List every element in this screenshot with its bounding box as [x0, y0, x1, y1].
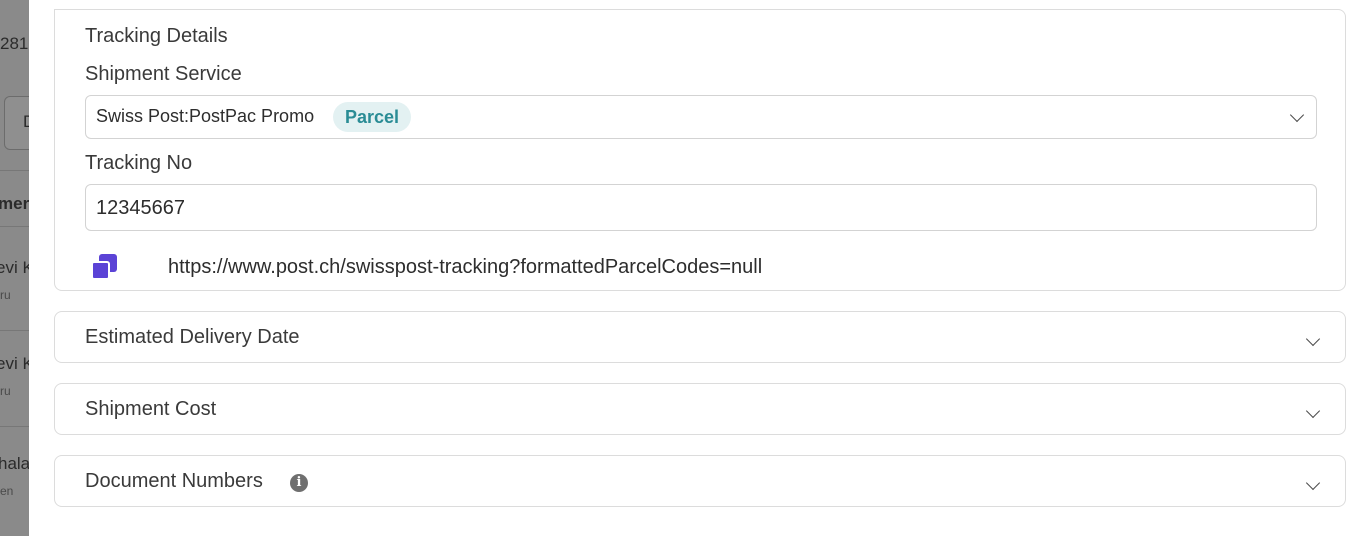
- shipment-drawer: Tracking Details Shipment Service Swiss …: [29, 0, 1359, 536]
- background-page: 281 D mer evi K ru evi K ru hala en: [0, 0, 30, 536]
- shipment-cost-title: Shipment Cost: [85, 398, 217, 420]
- info-icon[interactable]: i: [290, 474, 308, 492]
- bg-fragment: hala: [0, 454, 30, 473]
- estimated-delivery-date-title: Estimated Delivery Date: [85, 326, 300, 348]
- bg-button: D: [4, 96, 30, 150]
- bg-fragment: evi K: [0, 258, 30, 277]
- tracking-details-card: Tracking Details Shipment Service Swiss …: [54, 9, 1346, 291]
- bg-fragment: mer: [0, 194, 30, 213]
- chevron-down-icon[interactable]: [1305, 475, 1321, 491]
- document-numbers-title: Document Numbers: [85, 470, 263, 492]
- tracking-no-label: Tracking No: [85, 152, 193, 174]
- shipment-service-value: Swiss Post:PostPac Promo: [96, 106, 315, 126]
- chevron-down-icon[interactable]: [1305, 403, 1321, 419]
- bg-fragment: ru: [0, 384, 11, 398]
- bg-fragment: ru: [0, 288, 11, 302]
- document-numbers-section[interactable]: Document Numbers i: [54, 455, 1346, 507]
- chevron-down-icon[interactable]: [1305, 331, 1321, 347]
- bg-fragment: en: [0, 484, 14, 498]
- bg-divider: [0, 226, 30, 227]
- chevron-down-icon: [1289, 107, 1305, 123]
- bg-divider: [0, 330, 30, 331]
- tracking-details-title: Tracking Details: [85, 25, 228, 47]
- bg-fragment: D: [23, 112, 30, 131]
- tracking-no-input[interactable]: [96, 197, 1296, 220]
- shipment-service-select[interactable]: Swiss Post:PostPac Promo Parcel: [85, 95, 1317, 139]
- tracking-no-input-wrapper[interactable]: [85, 184, 1317, 231]
- shipment-service-label: Shipment Service: [85, 63, 242, 85]
- bg-fragment: evi K: [0, 354, 30, 373]
- copy-icon[interactable]: [91, 254, 117, 280]
- bg-fragment: 281: [0, 34, 29, 53]
- service-type-tag: Parcel: [333, 102, 412, 132]
- bg-divider: [0, 170, 30, 171]
- bg-divider: [0, 426, 30, 427]
- estimated-delivery-date-section[interactable]: Estimated Delivery Date: [54, 311, 1346, 363]
- tracking-url[interactable]: https://www.post.ch/swisspost-tracking?f…: [168, 256, 763, 278]
- shipment-cost-section[interactable]: Shipment Cost: [54, 383, 1346, 435]
